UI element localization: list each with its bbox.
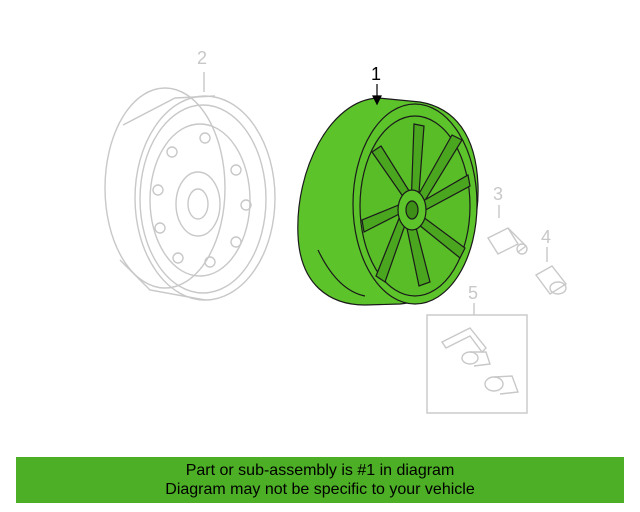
- banner-line-2: Diagram may not be specific to your vehi…: [165, 481, 475, 498]
- banner-line-1: Part or sub-assembly is #1 in diagram: [185, 462, 455, 479]
- valve-stem[interactable]: [486, 205, 528, 255]
- info-banner: Part or sub-assembly is #1 in diagram Di…: [16, 457, 624, 503]
- callout-4: 4: [541, 227, 551, 247]
- spare-wheel[interactable]: [104, 72, 276, 301]
- parts-diagram: 2 1 3 4: [104, 48, 568, 414]
- callout-1-leader: [372, 84, 382, 106]
- alloy-wheel[interactable]: [297, 97, 479, 306]
- callout-1: 1: [371, 64, 381, 84]
- callout-2: 2: [197, 48, 207, 68]
- callout-3: 3: [493, 184, 503, 204]
- callout-5: 5: [468, 283, 478, 303]
- lock-kit[interactable]: [426, 303, 528, 414]
- lug-nut[interactable]: [534, 247, 568, 295]
